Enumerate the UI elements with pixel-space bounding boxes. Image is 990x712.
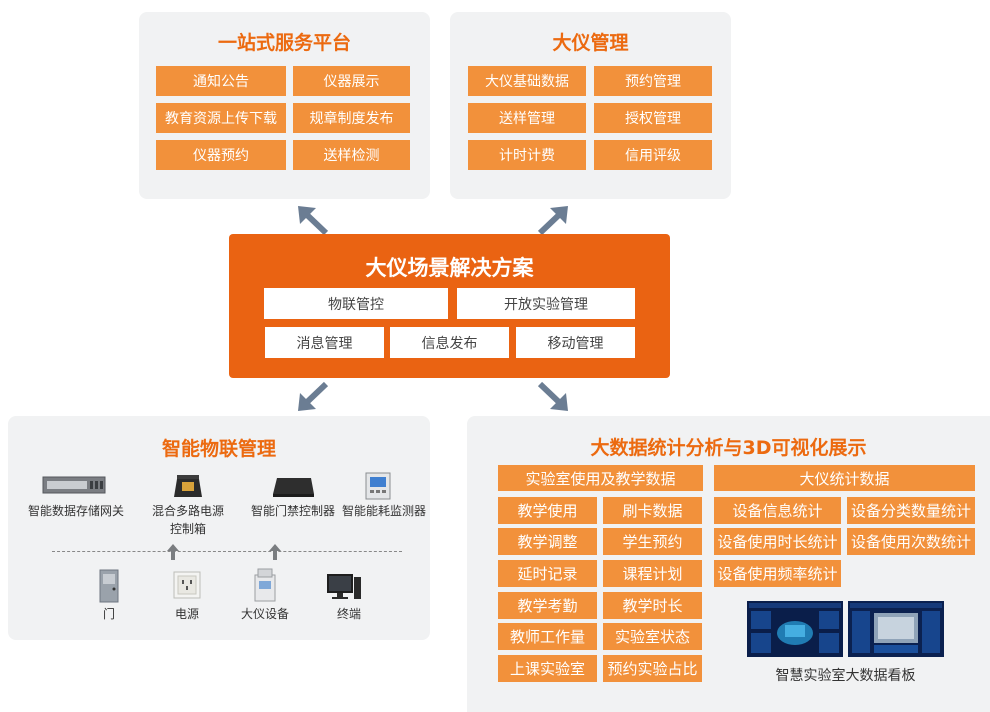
- service-platform-title: 一站式服务平台: [217, 32, 351, 54]
- solution-panel: 大仪场景解决方案 物联管控 开放实验管理 消息管理 信息发布 移动管理: [229, 234, 670, 378]
- arrow-down-left-icon: [298, 381, 329, 411]
- solution-item-open-lab[interactable]: 开放实验管理: [457, 288, 635, 319]
- energy-monitor-icon: [365, 472, 391, 500]
- solution-title: 大仪场景解决方案: [365, 256, 534, 280]
- service-platform-panel: 一站式服务平台 通知公告 仪器展示 教育资源上传下载 规章制度发布 仪器预约 送…: [139, 12, 430, 199]
- instrument-stat-item[interactable]: 设备信息统计: [714, 497, 841, 524]
- mgmt-item-basic-data[interactable]: 大仪基础数据: [468, 66, 586, 96]
- iot-title: 智能物联管理: [161, 438, 276, 460]
- lab-data-item[interactable]: 教学考勤: [498, 592, 597, 619]
- instrument-mgmt-panel: 大仪管理 大仪基础数据 预约管理 送样管理 授权管理 计时计费 信用评级: [450, 12, 731, 199]
- dashboard-thumbnail-1: [747, 601, 843, 657]
- device-label-gateway: 智能数据存储网关: [27, 504, 124, 518]
- endpoint-label-power: 电源: [174, 607, 199, 621]
- dashboard-thumbnail-2: [848, 601, 944, 657]
- endpoint-label-instrument: 大仪设备: [240, 607, 289, 621]
- instrument-stat-item[interactable]: 设备使用频率统计: [714, 560, 841, 587]
- mgmt-item-credit[interactable]: 信用评级: [594, 140, 712, 170]
- lab-data-item[interactable]: 教学调整: [498, 528, 597, 555]
- connection-dashed-line: [52, 551, 402, 552]
- bigdata-panel: 大数据统计分析与3D可视化展示 实验室使用及教学数据 大仪统计数据 教学使用 刷…: [467, 416, 990, 712]
- endpoint-label-door: 门: [102, 607, 115, 621]
- instrument-stats-header: 大仪统计数据: [714, 465, 975, 491]
- solution-item-messages[interactable]: 消息管理: [265, 327, 384, 358]
- solution-item-iot-control[interactable]: 物联管控: [264, 288, 448, 319]
- iot-panel: 智能物联管理 智能数据存储网关 混合多路电源 控制箱 智能门禁控制器 智能能耗监…: [8, 416, 430, 640]
- lab-data-item[interactable]: 学生预约: [603, 528, 702, 555]
- storage-gateway-icon: [42, 476, 106, 494]
- lab-data-item[interactable]: 实验室状态: [603, 623, 702, 650]
- solution-item-publishing[interactable]: 信息发布: [390, 327, 509, 358]
- lab-data-item[interactable]: 延时记录: [498, 560, 597, 587]
- mgmt-item-authorization[interactable]: 授权管理: [594, 103, 712, 133]
- device-label-power-box: 混合多路电源 控制箱: [151, 504, 224, 536]
- platform-item-booking[interactable]: 仪器预约: [156, 140, 286, 170]
- lab-data-item[interactable]: 预约实验占比: [603, 655, 702, 682]
- lab-data-item[interactable]: 课程计划: [603, 560, 702, 587]
- platform-item-notice[interactable]: 通知公告: [156, 66, 286, 96]
- arrow-up-small-icon: [269, 544, 281, 560]
- bigdata-title: 大数据统计分析与3D可视化展示: [590, 437, 867, 459]
- device-label-energy-monitor: 智能能耗监测器: [341, 504, 426, 518]
- platform-item-regulations[interactable]: 规章制度发布: [293, 103, 410, 133]
- lab-data-item[interactable]: 上课实验室: [498, 655, 597, 682]
- platform-item-edu-resources[interactable]: 教育资源上传下载: [156, 103, 286, 133]
- mgmt-item-booking[interactable]: 预约管理: [594, 66, 712, 96]
- solution-item-mobile[interactable]: 移动管理: [516, 327, 635, 358]
- instrument-stat-item[interactable]: 设备使用次数统计: [847, 528, 975, 555]
- power-control-box-icon: [174, 475, 202, 497]
- endpoint-label-terminal: 终端: [336, 607, 361, 621]
- lab-data-item[interactable]: 教学时长: [603, 592, 702, 619]
- instrument-device-icon: [254, 568, 276, 602]
- instrument-stat-item[interactable]: 设备使用时长统计: [714, 528, 841, 555]
- lab-teaching-data-header: 实验室使用及教学数据: [498, 465, 703, 491]
- platform-item-instrument-display[interactable]: 仪器展示: [293, 66, 410, 96]
- arrow-up-left-icon: [298, 206, 329, 236]
- arrow-down-right-icon: [537, 381, 568, 411]
- access-controller-icon: [273, 478, 314, 497]
- mgmt-item-sample[interactable]: 送样管理: [468, 103, 586, 133]
- lab-data-item[interactable]: 教学使用: [498, 497, 597, 524]
- device-label-access-controller: 智能门禁控制器: [250, 504, 335, 518]
- power-outlet-icon: [173, 571, 201, 599]
- lab-data-item[interactable]: 刷卡数据: [603, 497, 702, 524]
- platform-item-sample-testing[interactable]: 送样检测: [293, 140, 410, 170]
- lab-data-item[interactable]: 教师工作量: [498, 623, 597, 650]
- mgmt-item-billing[interactable]: 计时计费: [468, 140, 586, 170]
- dashboard-caption: 智慧实验室大数据看板: [775, 668, 916, 684]
- instrument-stat-item[interactable]: 设备分类数量统计: [847, 497, 975, 524]
- door-icon: [99, 569, 119, 603]
- terminal-computer-icon: [327, 574, 361, 599]
- arrow-up-small-icon: [167, 544, 179, 560]
- instrument-mgmt-title: 大仪管理: [552, 32, 629, 54]
- arrow-up-right-icon: [537, 206, 568, 236]
